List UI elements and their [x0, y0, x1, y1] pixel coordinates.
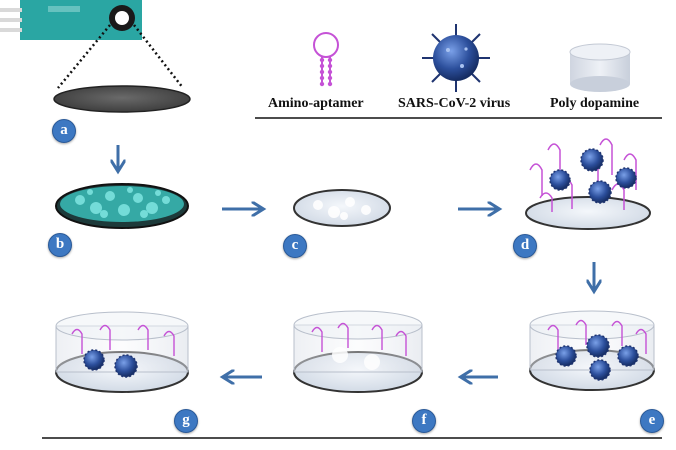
virus-icon [422, 24, 490, 92]
sensor-pin [0, 18, 22, 22]
aptamer-icon-beads [319, 57, 333, 87]
virus-cluster [549, 148, 637, 204]
step-b-badge: b [48, 233, 72, 257]
sensor-pin [0, 8, 22, 12]
working-electrode-center [115, 11, 129, 25]
sensor-print [48, 6, 80, 12]
zoom-line [57, 24, 111, 89]
legend-virus-label: SARS-CoV-2 virus [398, 96, 511, 111]
polydopamine-icon [569, 43, 631, 92]
aptamer-icon [313, 32, 339, 85]
step-b-electrode [55, 183, 189, 229]
legend [255, 24, 662, 119]
zoom-line [133, 24, 184, 89]
step-f-electrode [293, 310, 423, 393]
step-f-badge: f [412, 409, 436, 433]
step-g-badge: g [174, 409, 198, 433]
step-a-electrode [53, 85, 191, 113]
process-arrows [118, 145, 594, 377]
step-g-electrode [55, 311, 189, 393]
step-c-electrode [293, 189, 391, 227]
screen-printed-electrode [0, 0, 184, 89]
step-d-badge: d [513, 234, 537, 258]
step-d-electrode [525, 138, 651, 230]
step-c-badge: c [283, 234, 307, 258]
step-a-badge: a [52, 119, 76, 143]
legend-amino-aptamer-label: Amino-aptamer [268, 96, 364, 111]
sensor-pin [0, 28, 22, 32]
step-e-badge: e [640, 409, 664, 433]
legend-polydopamine-label: Poly dopamine [550, 96, 640, 111]
step-e-electrode [529, 310, 655, 391]
